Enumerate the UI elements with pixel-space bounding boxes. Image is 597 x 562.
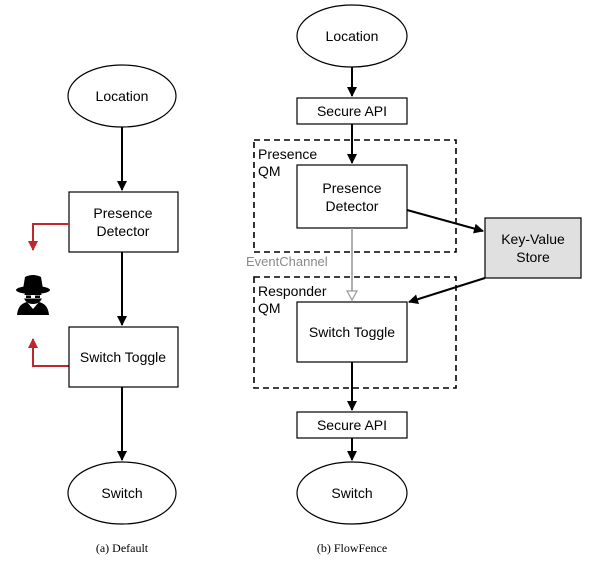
default-caption: (a) Default [96,541,149,555]
flowfence-caption: (b) FlowFence [317,541,387,555]
flowfence-secure-api-bottom: Secure API [296,411,408,439]
default-panel: Location Presence Detector [16,64,179,555]
edge-store-to-switchtoggle [408,277,486,305]
flowfence-secure-api-bottom-label: Secure API [317,417,387,433]
default-leak-in-arrow [28,338,69,367]
default-switch-label: Switch [101,485,142,501]
responder-qm-label-2: QM [258,300,281,316]
flowfence-presence-detector-node: Presence Detector [296,164,408,229]
default-presence-label-1: Presence [93,205,152,221]
flowfence-switch-toggle-node: Switch Toggle [296,301,408,363]
flowfence-presence-label-1: Presence [322,180,381,196]
default-switch-node: Switch [67,461,177,525]
presence-qm-label-2: QM [258,163,281,179]
presence-qm-container: Presence QM [253,139,457,253]
flowfence-switch-toggle-label: Switch Toggle [309,324,395,340]
default-location-node: Location [67,64,177,128]
default-presence-detector-node: Presence Detector [68,191,179,253]
key-value-store-label-2: Store [516,249,550,265]
default-switch-toggle-label: Switch Toggle [80,349,166,365]
responder-qm-label-1: Responder [258,283,327,299]
flowfence-panel: Location Secure API Presence QM Presence… [246,4,582,555]
flowfence-presence-label-2: Detector [326,198,379,214]
flowfence-location-node: Location [296,4,408,68]
presence-qm-label-1: Presence [258,146,317,162]
responder-qm-container: Responder QM [253,276,457,389]
key-value-store-label-1: Key-Value [501,231,565,247]
default-presence-label-2: Detector [97,223,150,239]
spy-icon [16,275,50,315]
flowfence-switch-node: Switch [296,461,408,525]
flowfence-location-label: Location [326,28,379,44]
edge-presence-to-store [406,209,484,234]
flowfence-switch-label: Switch [331,485,372,501]
default-switch-toggle-node: Switch Toggle [68,326,179,388]
flowfence-secure-api-top: Secure API [296,97,408,125]
default-leak-out-arrow [28,223,69,251]
key-value-store-node: Key-Value Store [484,217,582,279]
event-channel-label: EventChannel [246,254,328,269]
flowfence-secure-api-top-label: Secure API [317,103,387,119]
default-location-label: Location [96,88,149,104]
